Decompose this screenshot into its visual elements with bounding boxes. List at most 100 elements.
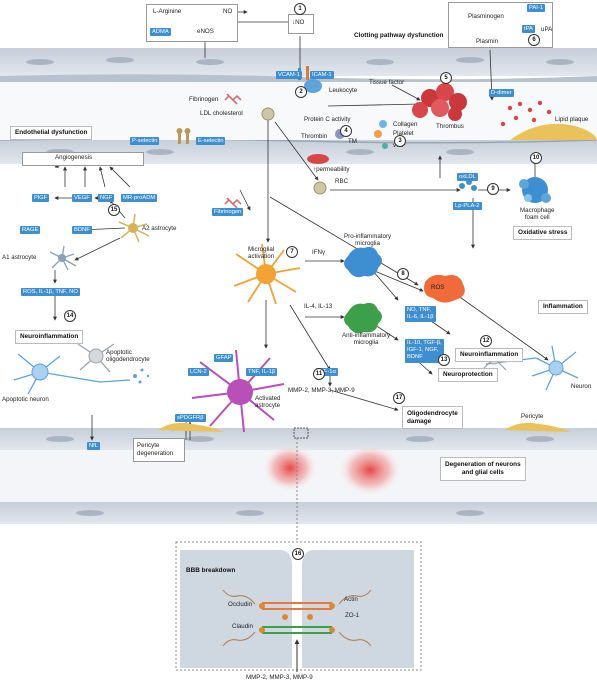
occludin-label: Occludin	[228, 601, 253, 608]
ldl-label: LDL cholesterol	[200, 110, 243, 117]
tnf-il1b-box: TNF, IL-1β	[246, 368, 278, 376]
microglia-art	[233, 243, 301, 305]
a1-astrocyte-label: A1 astrocyte	[2, 254, 37, 261]
bbb-panel-art	[180, 550, 414, 672]
fibrinogen-art	[224, 93, 242, 105]
oxidative-stress-label: Oxidative stress	[513, 226, 573, 241]
neuroinflammation-right-label: Neuroinflammation	[455, 348, 524, 363]
ngf-box: NGF	[98, 194, 115, 202]
zo1-label: ZO-1	[345, 612, 360, 619]
lcn2-box: LCN-2	[188, 368, 209, 376]
lipid-plaque-label: Lipid plaque	[555, 116, 589, 123]
claudin-label: Claudin	[232, 623, 253, 630]
thrombus-label: Thrombus	[436, 123, 464, 130]
pathway-arrows	[53, 10, 549, 441]
gfap-box: GFAP	[214, 354, 234, 362]
tpa-box: tPA	[522, 25, 535, 33]
d-dimer-box: D-dimer	[489, 89, 514, 97]
plasminogen-label: Plasminogen	[468, 13, 504, 20]
ros-il-box: ROS, IL-1β, TNF, NO	[21, 288, 80, 296]
pericyte-label: Pericyte	[521, 413, 544, 420]
ros-art	[424, 274, 465, 303]
lp-pla2-box: Lp-PLA-2	[453, 202, 482, 210]
anti-microglia-art	[344, 302, 382, 334]
neuroinflammation-left-label: Neuroinflammation	[15, 330, 84, 345]
anti-inflammatory-label: Anti-inflammatory microglia	[342, 332, 391, 347]
hif-box: HIF-1α	[316, 368, 338, 376]
microglia-body	[256, 264, 276, 284]
foam-cell-art	[519, 177, 551, 203]
nfl-box: NfL	[87, 442, 101, 450]
selectin-art	[176, 128, 191, 144]
clotting-title: Clotting pathway dysfunction	[354, 32, 444, 39]
a1-astrocyte-art	[49, 245, 77, 271]
activated-astrocyte-label: Activated astrocyte	[255, 395, 281, 410]
inflammation-label: Inflammation	[538, 300, 588, 315]
pro-inflammatory-label: Pro-inflammatory microglia	[344, 233, 392, 248]
upa-label: uPA	[541, 26, 553, 33]
step-7: 7	[286, 246, 298, 258]
vegf-box: VEGF	[72, 194, 92, 202]
step-3: 3	[394, 135, 406, 147]
step-12: 12	[480, 335, 492, 347]
vcam-box: VCAM-1	[276, 71, 302, 79]
protein-c-label: Protein C activity	[304, 116, 351, 123]
collagen-label: Collagen	[393, 121, 418, 128]
collagen-art	[379, 120, 387, 128]
p-selectin-box: P-selectin	[130, 137, 160, 145]
step-13: 13	[438, 354, 450, 366]
endothelial-dysfunction-label: Endothelial dysfunction	[10, 126, 93, 141]
step-11: 11	[313, 368, 325, 380]
step-17: 17	[393, 392, 405, 404]
step-15: 15	[108, 204, 120, 216]
enos-label: eNOS	[197, 28, 214, 35]
angiogenesis-label: Angiogenesis	[55, 154, 93, 161]
oligo-damage-label: Oligodendrocyte damage	[402, 406, 463, 430]
top-vessel	[0, 48, 597, 164]
step-1: 1	[294, 3, 306, 15]
angiogenesis-box	[22, 152, 144, 166]
adma-box: ADMA	[150, 28, 171, 36]
vwf-art	[382, 143, 388, 149]
neuron-label: Neuron	[571, 383, 592, 390]
pro-microglia-art	[344, 246, 382, 278]
l-arginine-label: L-Arginine	[153, 8, 182, 15]
tm-label: TM	[348, 138, 357, 145]
bottom-vessel	[0, 427, 597, 524]
apoptotic-neuron-label: Apoptotic neuron	[2, 396, 49, 403]
apoptotic-oligo-label: Apoptotic oligodendrocyte	[106, 349, 150, 364]
e-selectin-box: E-selectin	[196, 137, 226, 145]
bbb-title: BBB breakdown	[186, 567, 236, 574]
neuron-art	[485, 345, 579, 391]
macrophage-label: Macrophage foam cell	[520, 207, 555, 222]
leukocyte-label: Leukocyte	[329, 87, 358, 94]
tissue-factor-label: Tissue factor	[369, 79, 405, 86]
fibrinogen2-art	[224, 197, 242, 209]
astrocyte-body	[227, 379, 253, 405]
ros-label: ROS	[431, 284, 445, 291]
ldl-art	[261, 107, 275, 121]
plasmin-label: Plasmin	[476, 38, 499, 45]
degeneration-label: Degeneration of neurons and glial cells	[440, 457, 526, 481]
no-label: NO	[223, 8, 233, 15]
plgf-box: PlGF	[32, 194, 50, 202]
ldl2-art	[313, 181, 327, 195]
permeability-label: ↑permeability	[313, 166, 350, 173]
pericyte-degeneration-label: Pericyte degeneration	[137, 442, 174, 458]
bbb-mmp-label: MMP-2, MMP-3, MMP-9	[246, 674, 313, 681]
down-no-label: ↓NO	[292, 19, 305, 26]
step-2: 2	[295, 86, 307, 98]
rbc-art	[307, 154, 329, 164]
spdgfrb-box: sPDGFRβ	[175, 414, 206, 422]
microglial-activation-label: Microglial activation	[248, 246, 275, 261]
il10-box: IL-10, TGF-β, IGF-1, NGF, BDNF	[405, 339, 444, 363]
platelet-label: Platelet	[393, 130, 414, 137]
fibrinogen-box: Fibrinogen	[212, 208, 244, 216]
no-tnf-box: NO, TNF, IL-6, IL-1β	[405, 306, 436, 323]
zoom-lines	[175, 438, 422, 671]
mmp-label: MMP-2, MMP-3, MMP-9	[288, 387, 355, 394]
step-9: 9	[487, 183, 499, 195]
a2-astrocyte-art	[118, 213, 150, 243]
step-10: 10	[530, 152, 542, 164]
rbc-label: RBC	[335, 178, 349, 185]
